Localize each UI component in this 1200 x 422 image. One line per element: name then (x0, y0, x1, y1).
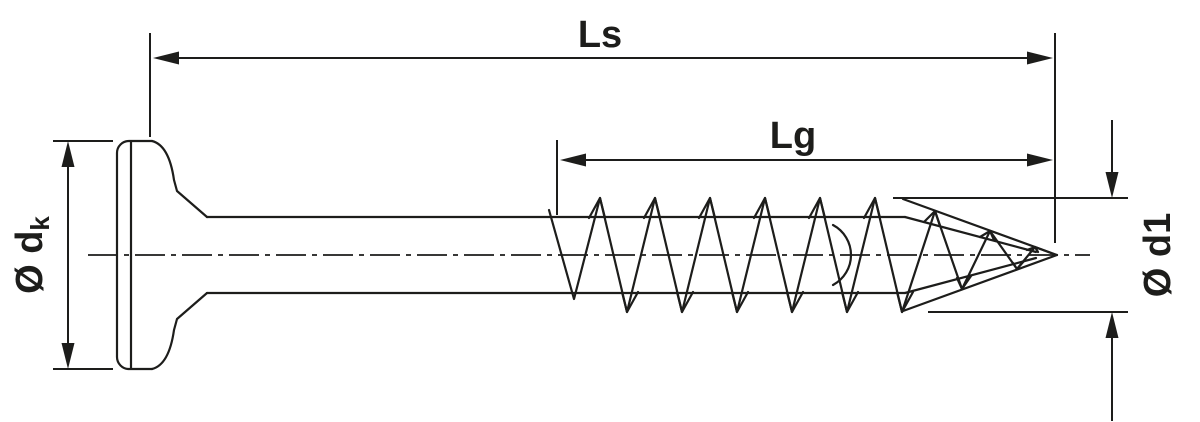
core-diameter-label: Ø d1 (1137, 213, 1179, 297)
total-length-label: Ls (578, 14, 622, 56)
arrowhead-left-icon (560, 153, 586, 167)
thread-runout-arc (831, 223, 853, 287)
screw-tip (901, 197, 1059, 313)
arrowhead-up-icon (61, 141, 75, 167)
screw-head (115, 139, 209, 371)
dimension-thread-length: Lg (556, 115, 1053, 215)
tip-helix-lines (933, 209, 1053, 291)
dimension-head-diameter: Ø dk (9, 140, 113, 370)
screw-thread (547, 196, 937, 314)
screw-head-neck-top (150, 139, 209, 219)
screw-shank-lines (205, 215, 907, 295)
arrowhead-right-icon (1027, 153, 1053, 167)
dimension-core-diameter: Ø d1 (893, 120, 1179, 421)
total-length-text: Ls (578, 14, 622, 56)
head-diameter-subscript-text: k (25, 216, 55, 231)
screw-head-outline (115, 139, 154, 371)
thread-helix-lines (547, 196, 937, 314)
screw-drawing (115, 139, 1059, 371)
head-diameter-prefix-text: Ø d (9, 231, 51, 294)
head-diameter-label: Ø dk (9, 216, 55, 294)
core-diameter-text: Ø d1 (1137, 213, 1179, 297)
arrowhead-left-icon (153, 51, 179, 65)
thread-length-label: Lg (770, 115, 816, 157)
thread-length-text: Lg (770, 115, 816, 157)
arrowhead-right-icon (1027, 51, 1053, 65)
screw-shank (205, 215, 907, 295)
arrowhead-down-icon (1105, 172, 1119, 198)
arrowhead-up-icon (1105, 312, 1119, 338)
arrowhead-down-icon (61, 343, 75, 369)
screw-head-neck-bottom (150, 291, 209, 371)
tip-taper-outline (901, 197, 1059, 313)
dimension-total-length: Ls (149, 14, 1056, 243)
